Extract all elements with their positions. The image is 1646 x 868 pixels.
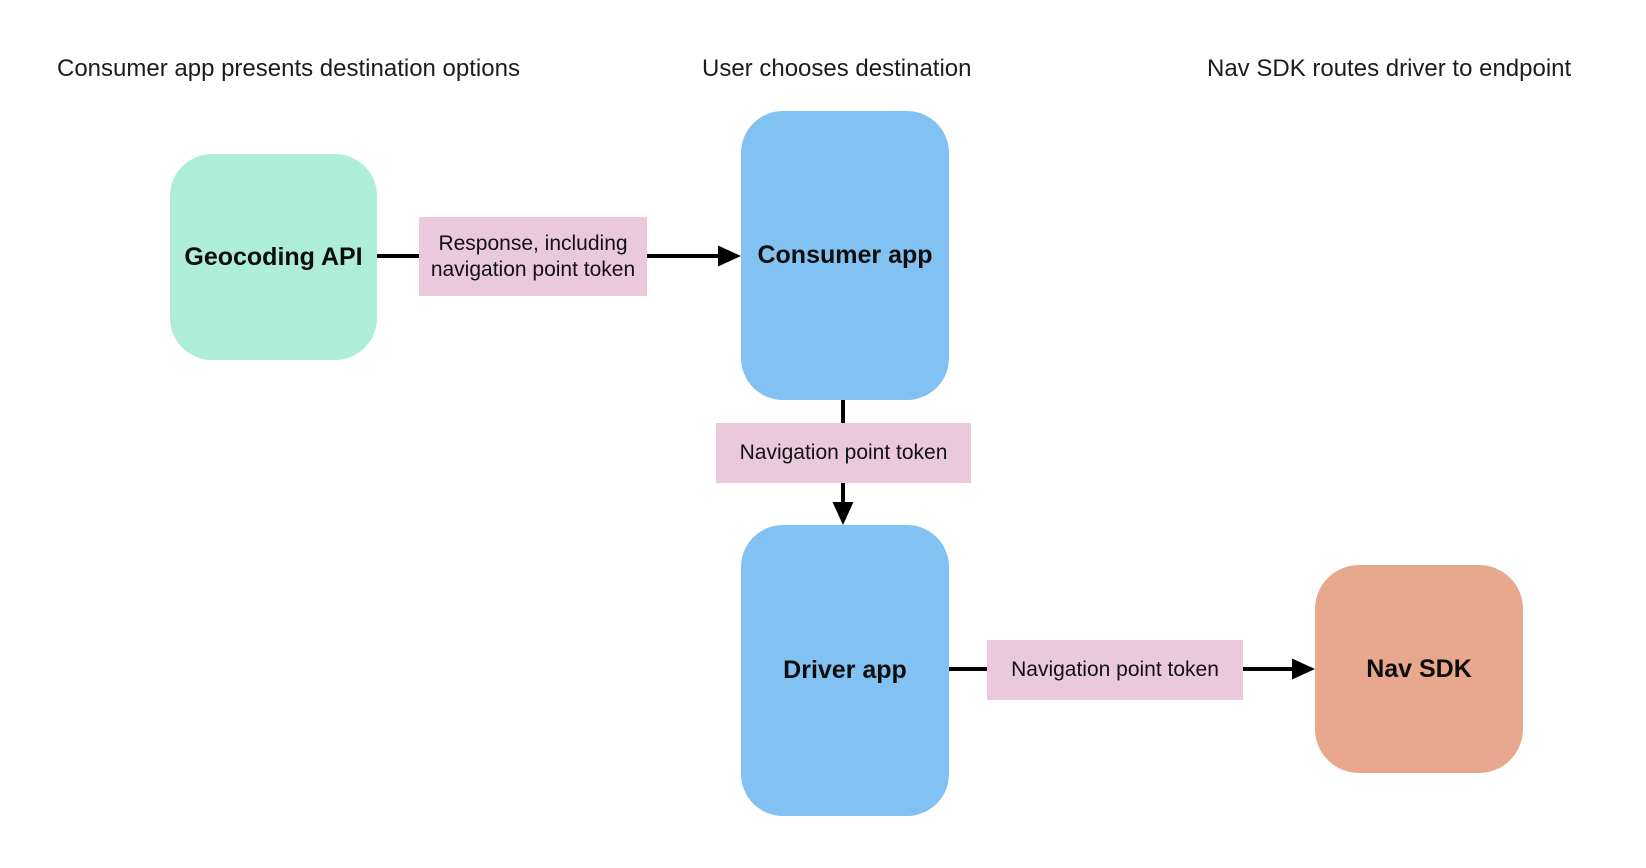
column-header-step-2: User chooses destination <box>702 55 972 82</box>
node-driver-app: Driver app <box>741 525 949 816</box>
edge-label-navigation-point-token-2: Navigation point token <box>987 640 1243 700</box>
column-header-step-1: Consumer app presents destination option… <box>57 55 520 82</box>
node-nav-sdk-label: Nav SDK <box>1366 654 1472 683</box>
node-geocoding-api-label: Geocoding API <box>184 242 363 271</box>
node-consumer-app: Consumer app <box>741 111 949 400</box>
column-header-step-3: Nav SDK routes driver to endpoint <box>1207 55 1572 82</box>
edge-label-response-including-token: Response, including navigation point tok… <box>419 217 647 296</box>
node-consumer-app-label: Consumer app <box>757 241 933 269</box>
node-geocoding-api: Geocoding API <box>170 154 377 360</box>
node-nav-sdk: Nav SDK <box>1315 565 1523 773</box>
node-driver-app-label: Driver app <box>783 656 907 684</box>
edge-label-navigation-point-token-1: Navigation point token <box>716 423 971 483</box>
